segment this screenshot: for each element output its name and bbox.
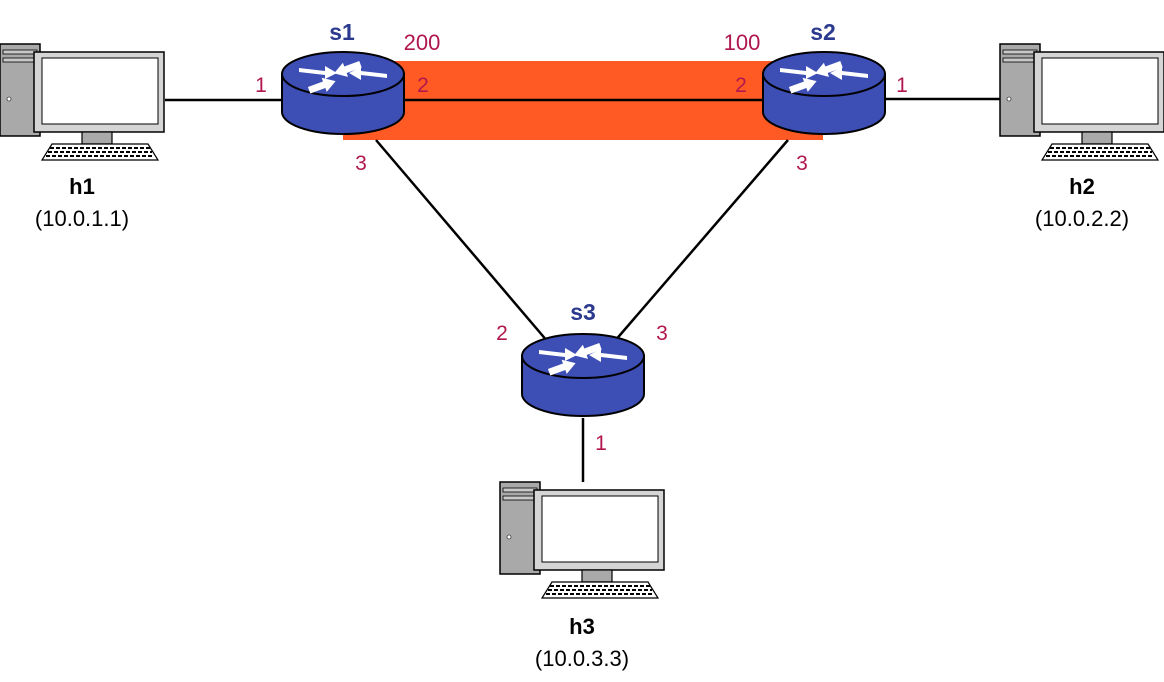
switch-label-s1: s1 (329, 19, 355, 45)
link-s1-s3 (375, 139, 549, 343)
switch-s2[interactable] (762, 51, 886, 135)
switch-s1[interactable] (281, 51, 405, 135)
host-ip-h3: (10.0.3.3) (535, 646, 629, 671)
port-label-s1-h1: 1 (255, 74, 267, 97)
router-switch-icon (281, 51, 405, 135)
port-label-s1-s3: 3 (355, 152, 367, 175)
link-s2-s3 (613, 139, 789, 343)
host-label-h2: h2 (1069, 174, 1095, 199)
router-switch-icon (521, 333, 645, 417)
desktop-computer-icon (999, 43, 1164, 161)
host-label-h1: h1 (69, 174, 95, 199)
port-label-s2-h2: 1 (896, 74, 908, 97)
desktop-computer-icon (499, 481, 665, 599)
port-label-s3-s2: 3 (656, 322, 668, 345)
port-label-s2-s3: 3 (796, 152, 808, 175)
port-label-s3-s1: 2 (496, 322, 508, 345)
port-label-s1-s2: 2 (417, 74, 429, 97)
router-switch-icon (762, 51, 886, 135)
port-label-s2-s1: 2 (735, 74, 747, 97)
weight-s2: 100 (724, 30, 761, 55)
port-label-s3-h3: 1 (595, 432, 607, 455)
host-h3[interactable] (499, 481, 665, 599)
switch-label-s3: s3 (570, 299, 596, 325)
switch-label-s2: s2 (810, 19, 836, 45)
host-ip-h2: (10.0.2.2) (1035, 206, 1129, 231)
host-label-h3: h3 (569, 614, 595, 639)
host-ip-h1: (10.0.1.1) (35, 206, 129, 231)
weight-s1: 200 (404, 30, 441, 55)
host-h2[interactable] (999, 43, 1164, 161)
host-h1[interactable] (0, 43, 165, 161)
switch-s3[interactable] (521, 333, 645, 417)
desktop-computer-icon (0, 43, 165, 161)
